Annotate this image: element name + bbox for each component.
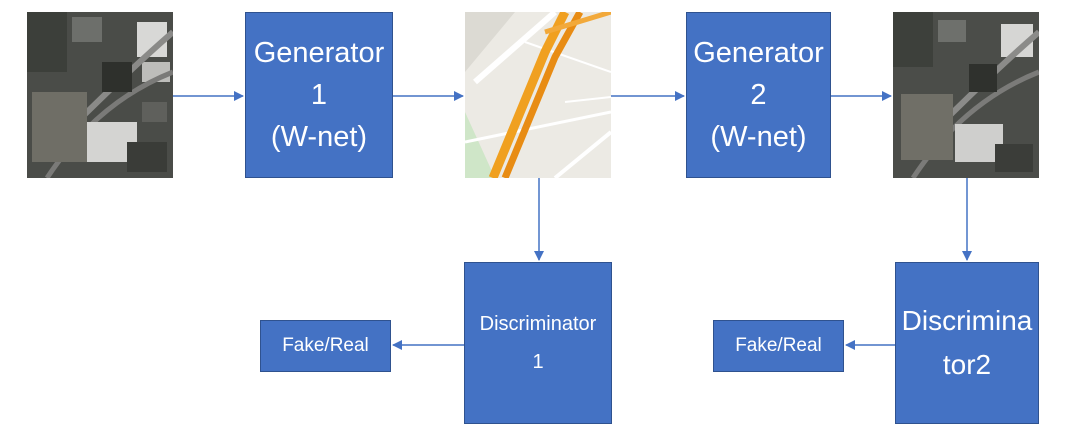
input-satellite-image: [27, 12, 173, 178]
output-satellite-image: [893, 12, 1039, 178]
generator-2-label-line1: Generator: [693, 37, 824, 69]
discriminator-1-box: Discriminator 1: [464, 262, 612, 424]
fake-real-label-1: Fake/Real: [282, 335, 369, 356]
discriminator-2-label-line2: tor2: [942, 349, 992, 380]
intermediate-map-image: [465, 12, 611, 178]
discriminator-1-label-line2: 1: [532, 351, 544, 373]
fake-real-label-2: Fake/Real: [735, 335, 822, 356]
generator-1-box: Generator 1 (W-net): [245, 12, 393, 178]
generator-2-label-line3: (W-net): [710, 121, 807, 153]
discriminator-2-box: Discrimina tor2: [895, 262, 1039, 424]
generator-2-box: Generator 2 (W-net): [686, 12, 831, 178]
generator-1-label-line3: (W-net): [270, 121, 368, 153]
generator-2-label-line2: 2: [750, 79, 767, 111]
discriminator-2-label-line1: Discrimina: [901, 305, 1033, 336]
generator-1-label-line1: Generator: [253, 37, 385, 69]
generator-1-label-line2: 1: [310, 79, 328, 111]
fake-real-output-2: Fake/Real: [713, 320, 844, 372]
discriminator-1-label-line1: Discriminator: [479, 313, 597, 335]
fake-real-output-1: Fake/Real: [260, 320, 391, 372]
